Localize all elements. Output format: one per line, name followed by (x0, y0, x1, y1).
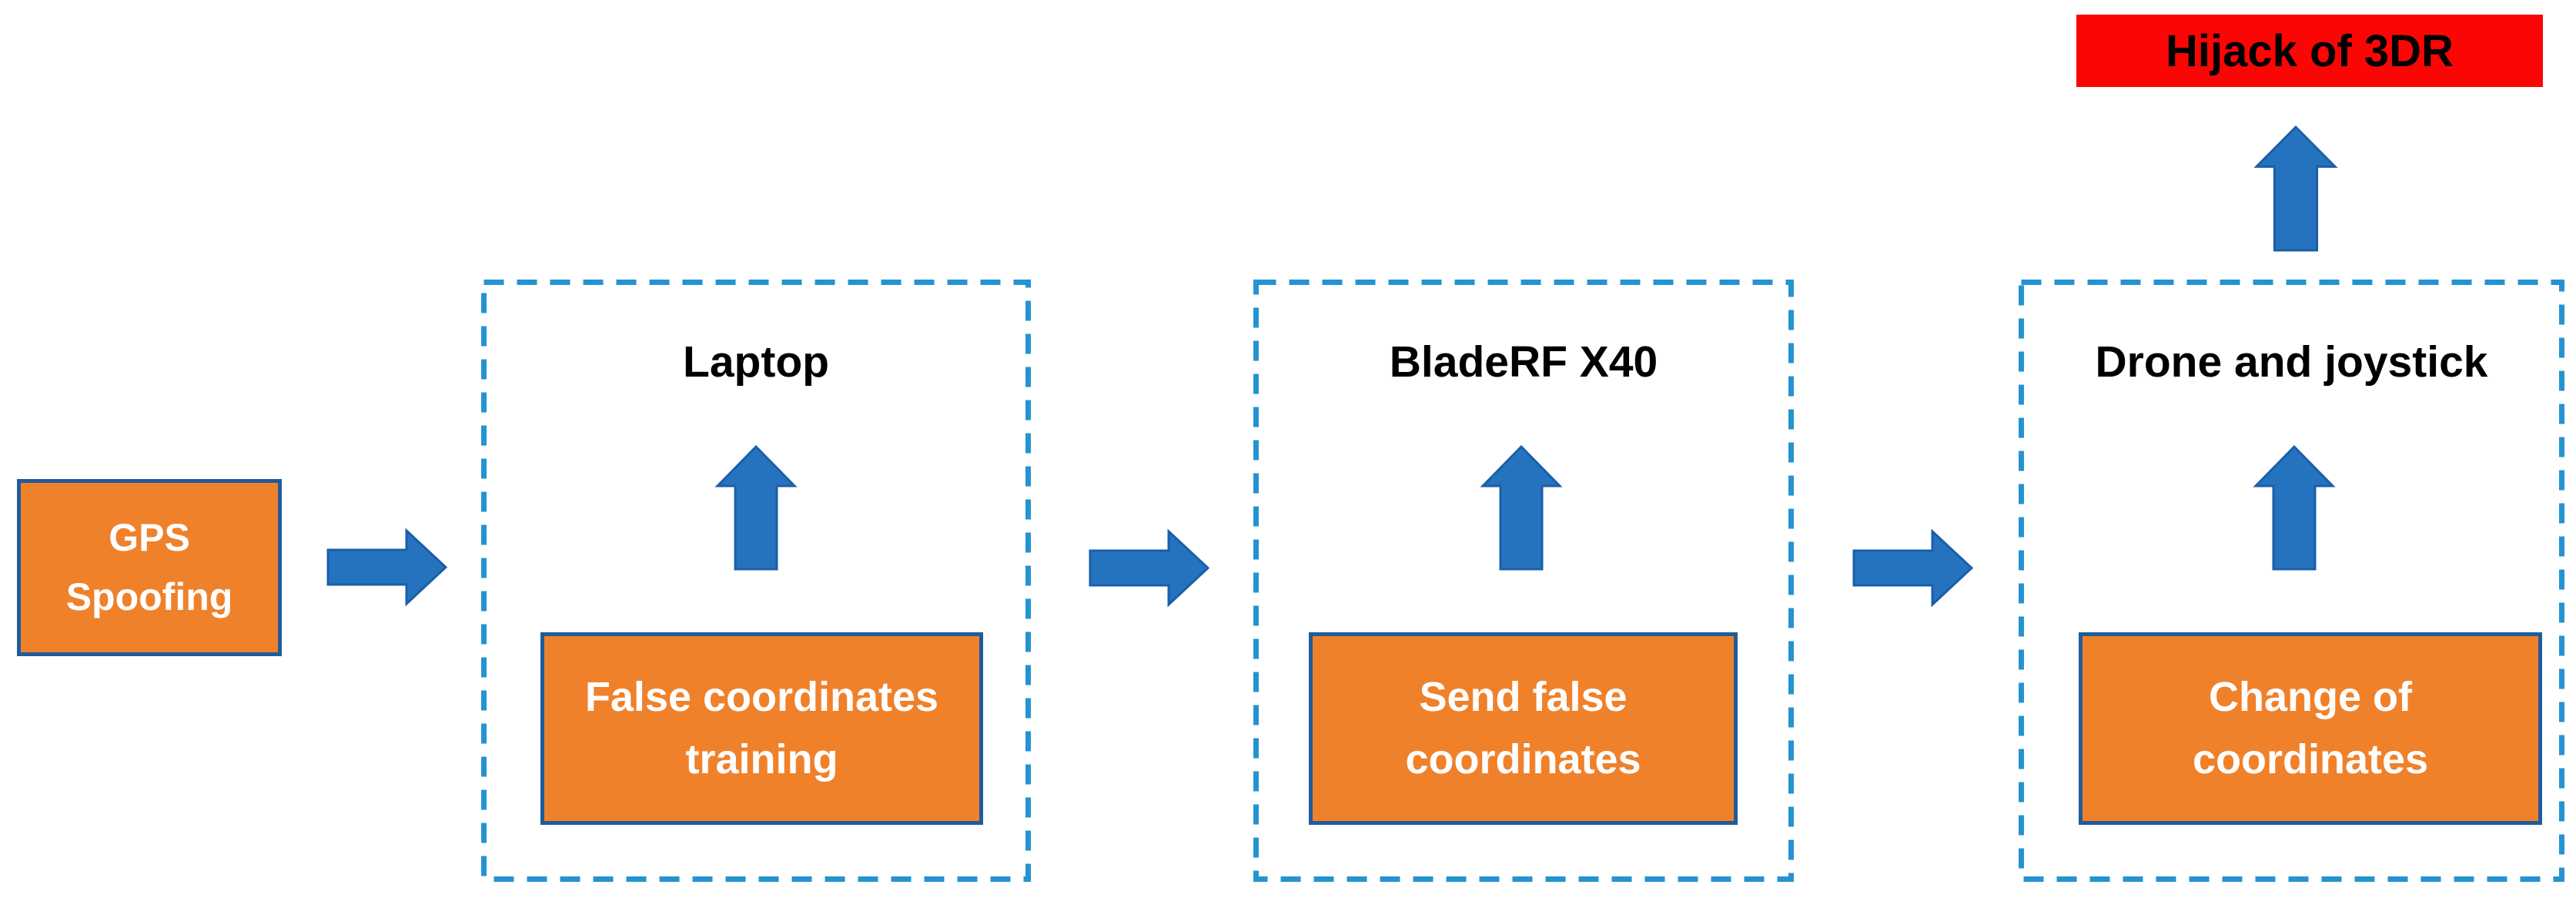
up-arrow-bladerf-icon (1480, 444, 1563, 571)
hijack-of-3dr-label: Hijack of 3DR (2166, 25, 2454, 76)
right-arrow-bladerf-to-drone-icon (1852, 528, 1974, 608)
node-send-false-coordinates: Send false coordinates (1309, 632, 1738, 825)
dashed-container-laptop (481, 280, 1031, 882)
dashed-container-bladerf (1253, 280, 1794, 882)
change-of-coordinates-label: Change of coordinates (2192, 674, 2429, 782)
up-arrow-laptop-icon (714, 444, 798, 571)
gps-spoofing-label: GPS Spoofing (65, 515, 233, 619)
up-arrow-drone-to-hijack-icon (2253, 125, 2338, 252)
node-hijack-of-3dr: Hijack of 3DR (2076, 15, 2543, 87)
right-arrow-gps-to-laptop-icon (326, 528, 448, 607)
right-arrow-laptop-to-bladerf-icon (1089, 528, 1210, 608)
send-false-coordinates-label: Send false coordinates (1405, 674, 1641, 782)
up-arrow-drone-icon (2253, 444, 2336, 571)
node-false-coordinates-training: False coordinates training (540, 632, 983, 825)
false-coordinates-training-label: False coordinates training (584, 674, 939, 782)
group-title-laptop: Laptop (683, 337, 829, 387)
group-title-bladerf: BladeRF X40 (1389, 337, 1658, 387)
dashed-container-drone (2019, 280, 2564, 882)
group-title-drone: Drone and joystick (2095, 337, 2488, 387)
node-gps-spoofing: GPS Spoofing (17, 479, 282, 656)
node-change-of-coordinates: Change of coordinates (2079, 632, 2542, 825)
